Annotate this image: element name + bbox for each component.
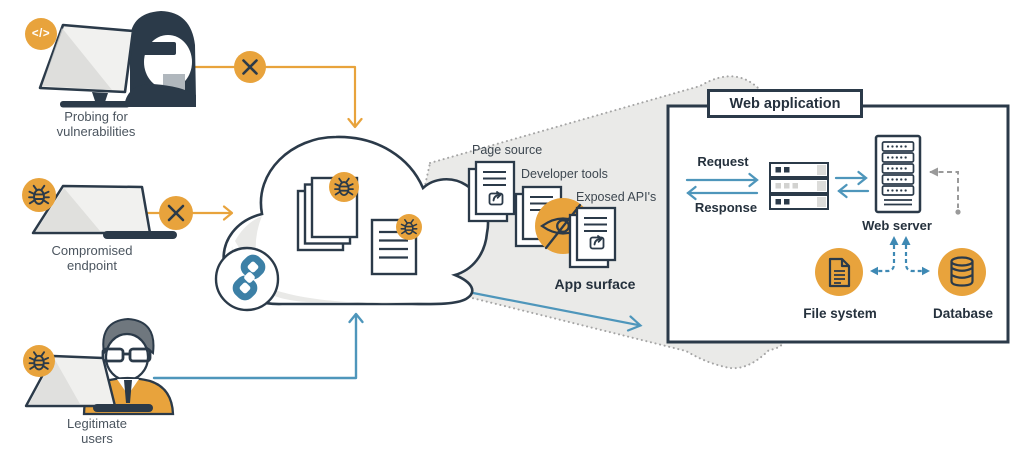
- file-system-badge: [815, 248, 863, 296]
- web-application-title: Web application: [707, 89, 863, 118]
- database-badge: [938, 248, 986, 296]
- code-icon: </>: [31, 28, 51, 40]
- glasses-icon: [101, 347, 152, 363]
- endpoint-laptop-icon: [22, 178, 177, 239]
- x-icon: [242, 59, 258, 75]
- page-source-label: Page source: [472, 143, 543, 157]
- blocked-marker-1: [234, 51, 266, 83]
- file-system-label: File system: [803, 306, 877, 321]
- load-balancer-icon: [769, 162, 829, 210]
- share-icon: [589, 235, 605, 250]
- sunglasses-icon: [128, 42, 176, 55]
- user-label: Legitimate users: [67, 416, 127, 446]
- server-storage-arrows: [870, 236, 930, 276]
- attacker-path: [166, 65, 363, 129]
- tie-icon: [124, 380, 132, 403]
- endpoint-label: Compromised endpoint: [51, 243, 133, 273]
- page-source-doc: [467, 160, 516, 223]
- code-badge: [25, 18, 57, 50]
- web-application-box: [666, 104, 1010, 344]
- user-figure: [23, 317, 175, 416]
- interlocked-links-logo: [214, 246, 280, 312]
- request-label: Request: [697, 154, 749, 169]
- exposed-apis-label: Exposed API's: [576, 190, 657, 204]
- x-icon: [167, 204, 185, 222]
- share-icon: [488, 191, 504, 206]
- database-icon: [950, 256, 974, 287]
- database-label: Database: [932, 306, 994, 321]
- response-label: Response: [694, 200, 758, 215]
- attacker-label: Probing for vulnerabilities: [56, 109, 136, 139]
- lb-to-server-arrows: [834, 170, 870, 199]
- user-path: [152, 312, 364, 380]
- loopback-dashed-arrow: [929, 167, 961, 215]
- cloud-to-app-arrow: [466, 290, 643, 332]
- blocked-marker-2: [159, 196, 193, 230]
- monitor-icon: [38, 23, 135, 108]
- web-server-label: Web server: [862, 218, 932, 233]
- response-arrow: [686, 185, 759, 201]
- file-icon: [828, 257, 851, 288]
- attacker-figure: [25, 11, 196, 108]
- cloud-shape: [214, 135, 490, 312]
- developer-tools-label: Developer tools: [521, 167, 608, 181]
- request-arrow: [685, 172, 759, 188]
- app-surface-label: App surface: [554, 276, 636, 292]
- web-server-icon: [874, 134, 922, 214]
